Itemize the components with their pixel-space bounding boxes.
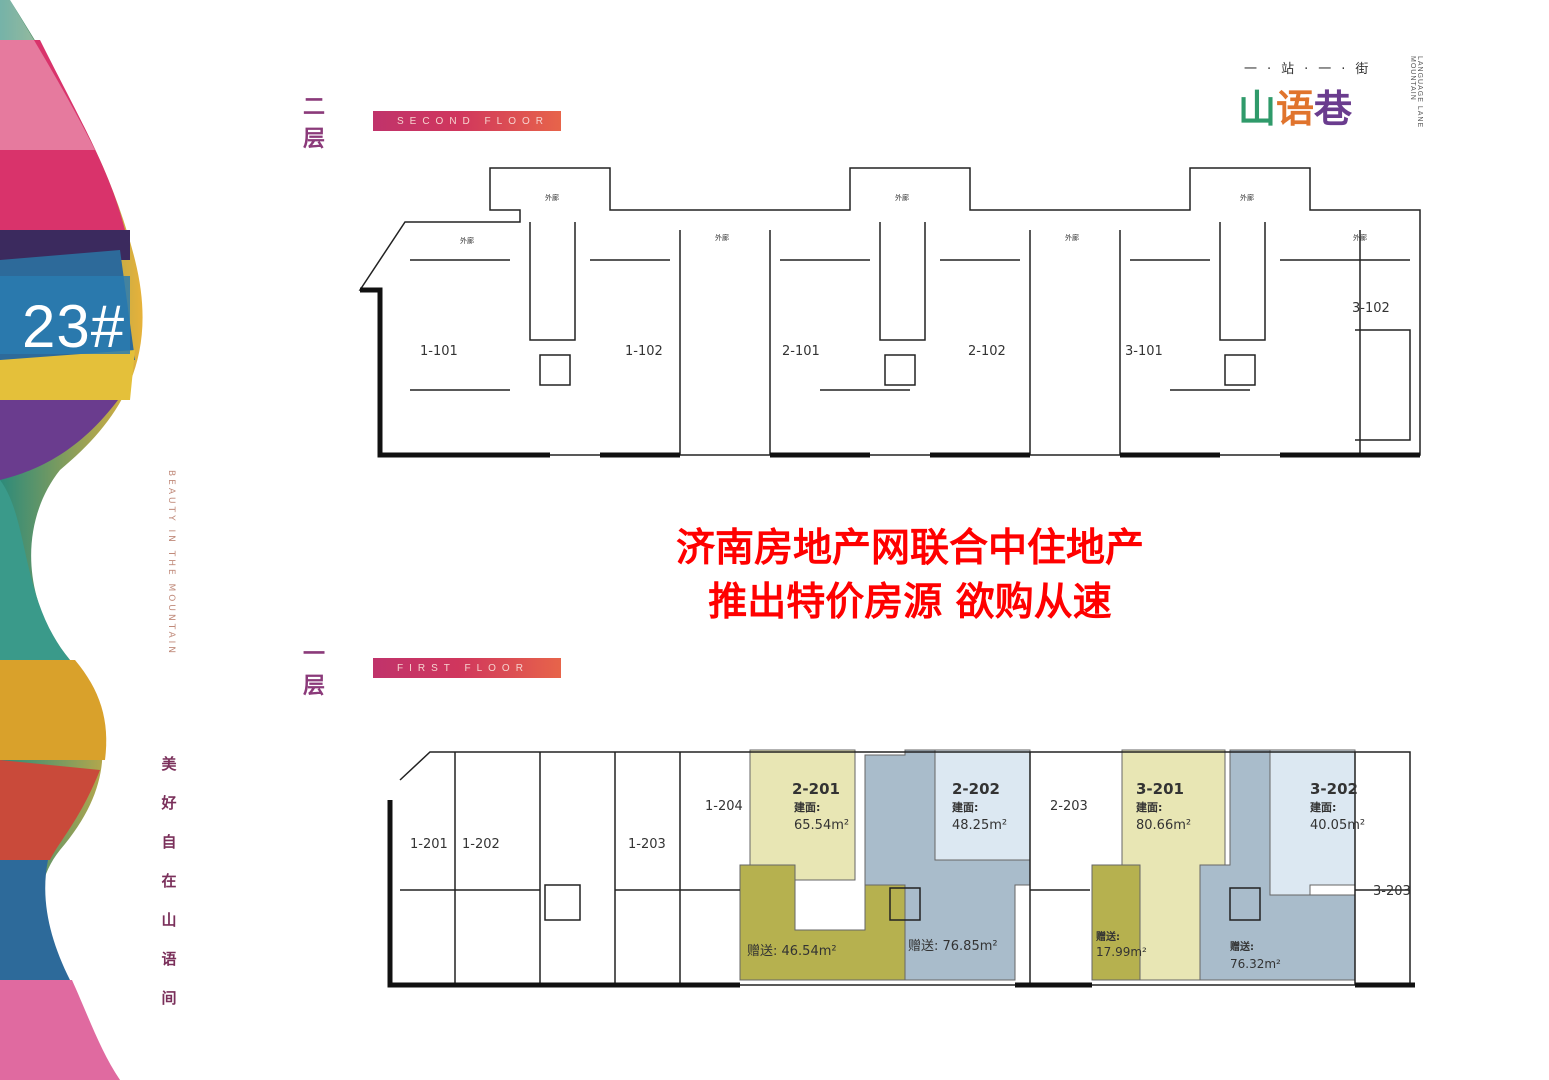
floor-title-cn: 一 层 bbox=[303, 642, 334, 699]
unit-area: 80.66m² bbox=[1136, 818, 1191, 833]
promo-line-1: 济南房地产网联合中住地产 bbox=[675, 526, 1144, 571]
unit-gift-label: 赠送: bbox=[1096, 930, 1120, 943]
corridor-label: 外廊 bbox=[715, 233, 729, 242]
unit-gift: 赠送: 46.54m² bbox=[747, 944, 837, 959]
corridor-label: 外廊 bbox=[1353, 233, 1367, 242]
slogan-char: 在 bbox=[161, 872, 177, 890]
promo-line-2: 推出特价房源 欲购从速 bbox=[708, 580, 1112, 625]
room-label: 1-203 bbox=[628, 837, 666, 852]
room-label: 1-202 bbox=[462, 837, 500, 852]
first-floor-plan: 1-201 1-202 1-203 1-204 2-203 3-203 2-20… bbox=[387, 749, 1415, 988]
second-floor-plan: 外廊 外廊 外廊 外廊 外廊 外廊 外廊 1-101 1-102 2-101 2… bbox=[358, 167, 1421, 458]
unit-gift: 赠送: 76.85m² bbox=[908, 939, 998, 954]
unit-gift-label: 赠送: bbox=[1230, 940, 1254, 953]
room-label: 3-203 bbox=[1373, 884, 1411, 899]
room-label: 1-101 bbox=[420, 344, 458, 359]
floor-title-en: SECOND FLOOR bbox=[373, 111, 561, 131]
promo-text: 济南房地产网联合中住地产 推出特价房源 欲购从速 bbox=[550, 522, 1270, 630]
slogan-char: 自 bbox=[161, 833, 177, 851]
unit-id: 3-201 bbox=[1136, 780, 1184, 798]
corridor-label: 外廊 bbox=[895, 193, 909, 202]
unit-area-label: 建面: bbox=[1310, 800, 1336, 814]
room-label: 1-204 bbox=[705, 799, 743, 814]
unit-area-label: 建面: bbox=[794, 800, 820, 814]
room-label: 1-102 bbox=[625, 344, 663, 359]
unit-gift: 17.99m² bbox=[1096, 945, 1147, 959]
slogan-char: 美 bbox=[161, 755, 177, 773]
room-label: 2-203 bbox=[1050, 799, 1088, 814]
unit-id: 2-201 bbox=[792, 780, 840, 798]
unit-area-label: 建面: bbox=[952, 800, 978, 814]
slogan-char: 语 bbox=[161, 950, 177, 968]
corridor-label: 外廊 bbox=[1240, 193, 1254, 202]
unit-gift: 76.32m² bbox=[1230, 957, 1281, 971]
decorative-band bbox=[0, 0, 143, 1080]
unit-area: 40.05m² bbox=[1310, 818, 1365, 833]
slogan-char: 山 bbox=[161, 911, 177, 929]
room-label: 3-102 bbox=[1352, 301, 1390, 316]
logo-name: 山语巷 bbox=[1238, 78, 1352, 133]
logo-char: 语 bbox=[1276, 87, 1315, 131]
first-floor-heading: 一 层 FIRST FLOOR bbox=[303, 642, 561, 699]
slogan-char: 间 bbox=[161, 989, 177, 1007]
vertical-slogan-en: BEAUTY IN THE MOUNTAIN bbox=[166, 470, 176, 657]
unit-area: 48.25m² bbox=[952, 818, 1007, 833]
corridor-label: 外廊 bbox=[460, 236, 474, 245]
room-label: 2-101 bbox=[782, 344, 820, 359]
logo-char: 山 bbox=[1238, 87, 1277, 131]
vertical-slogan-cn: 美 好 自 在 山 语 间 bbox=[160, 745, 178, 1018]
unit-area-label: 建面: bbox=[1136, 800, 1162, 814]
corridor-label: 外廊 bbox=[1065, 233, 1079, 242]
unit-area: 65.54m² bbox=[794, 818, 849, 833]
room-label: 3-101 bbox=[1125, 344, 1163, 359]
second-floor-heading: 二 层 SECOND FLOOR bbox=[303, 95, 561, 152]
logo-char: 巷 bbox=[1314, 87, 1353, 131]
floor-title-en: FIRST FLOOR bbox=[373, 658, 561, 678]
floor-title-cn: 二 层 bbox=[303, 95, 334, 152]
corridor-label: 外廊 bbox=[545, 193, 559, 202]
room-label: 2-102 bbox=[968, 344, 1006, 359]
building-number: 23# bbox=[22, 293, 126, 360]
room-label: 1-201 bbox=[410, 837, 448, 852]
unit-id: 2-202 bbox=[952, 780, 1000, 798]
unit-id: 3-202 bbox=[1310, 780, 1358, 798]
logo-tagline: 一·站·一·街 bbox=[1244, 62, 1379, 77]
logo-side-text: LANGUAGE LANE MOUNTAIN bbox=[1409, 56, 1423, 129]
project-logo: 一·站·一·街 山语巷 LANGUAGE LANE MOUNTAIN bbox=[1238, 56, 1428, 138]
slogan-char: 好 bbox=[161, 794, 177, 812]
